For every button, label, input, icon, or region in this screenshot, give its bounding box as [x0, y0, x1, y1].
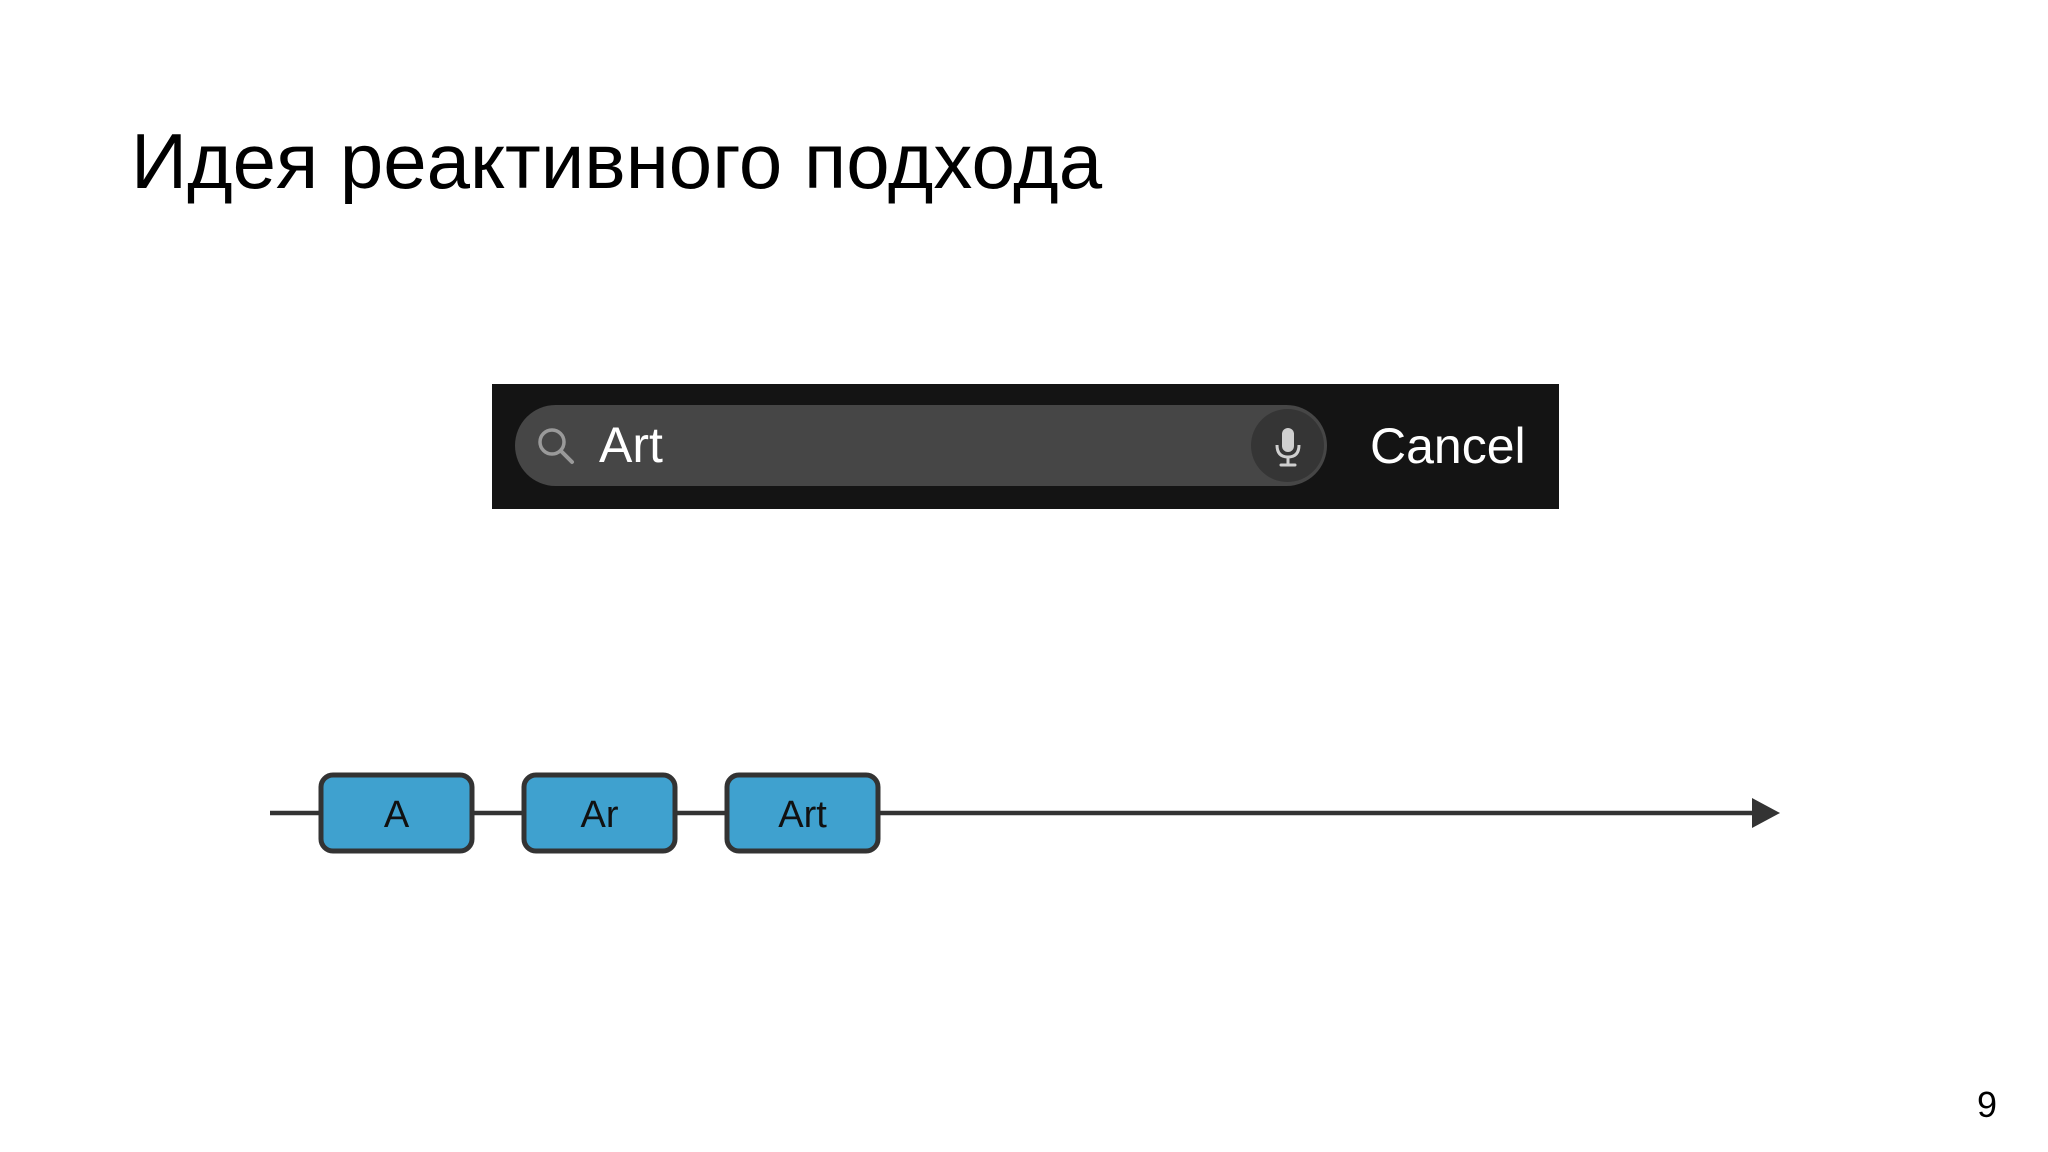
- page-number: 9: [1977, 1084, 1998, 1125]
- search-icon: [535, 425, 577, 467]
- timeline-event-label: Art: [778, 794, 827, 836]
- search-field[interactable]: Art: [515, 405, 1327, 486]
- timeline-event-box: [521, 772, 678, 854]
- search-input-value[interactable]: Art: [599, 417, 663, 473]
- cancel-button[interactable]: Cancel: [1370, 418, 1526, 474]
- timeline-event: A: [318, 772, 475, 854]
- timeline-events: A Ar Art: [318, 772, 881, 854]
- timeline-event-box: [318, 772, 475, 854]
- timeline-event-label: A: [384, 794, 410, 836]
- slide-title: Идея реактивного подхода: [131, 117, 1103, 205]
- timeline-event: Ar: [521, 772, 678, 854]
- search-bar: Art Cancel: [492, 384, 1559, 509]
- timeline-event-label: Ar: [581, 794, 619, 836]
- microphone-icon: [1275, 428, 1301, 467]
- timeline-event: Art: [724, 772, 881, 854]
- microphone-button[interactable]: [1251, 409, 1324, 482]
- timeline-event-box: [724, 772, 881, 854]
- timeline-arrowhead: [1752, 798, 1780, 828]
